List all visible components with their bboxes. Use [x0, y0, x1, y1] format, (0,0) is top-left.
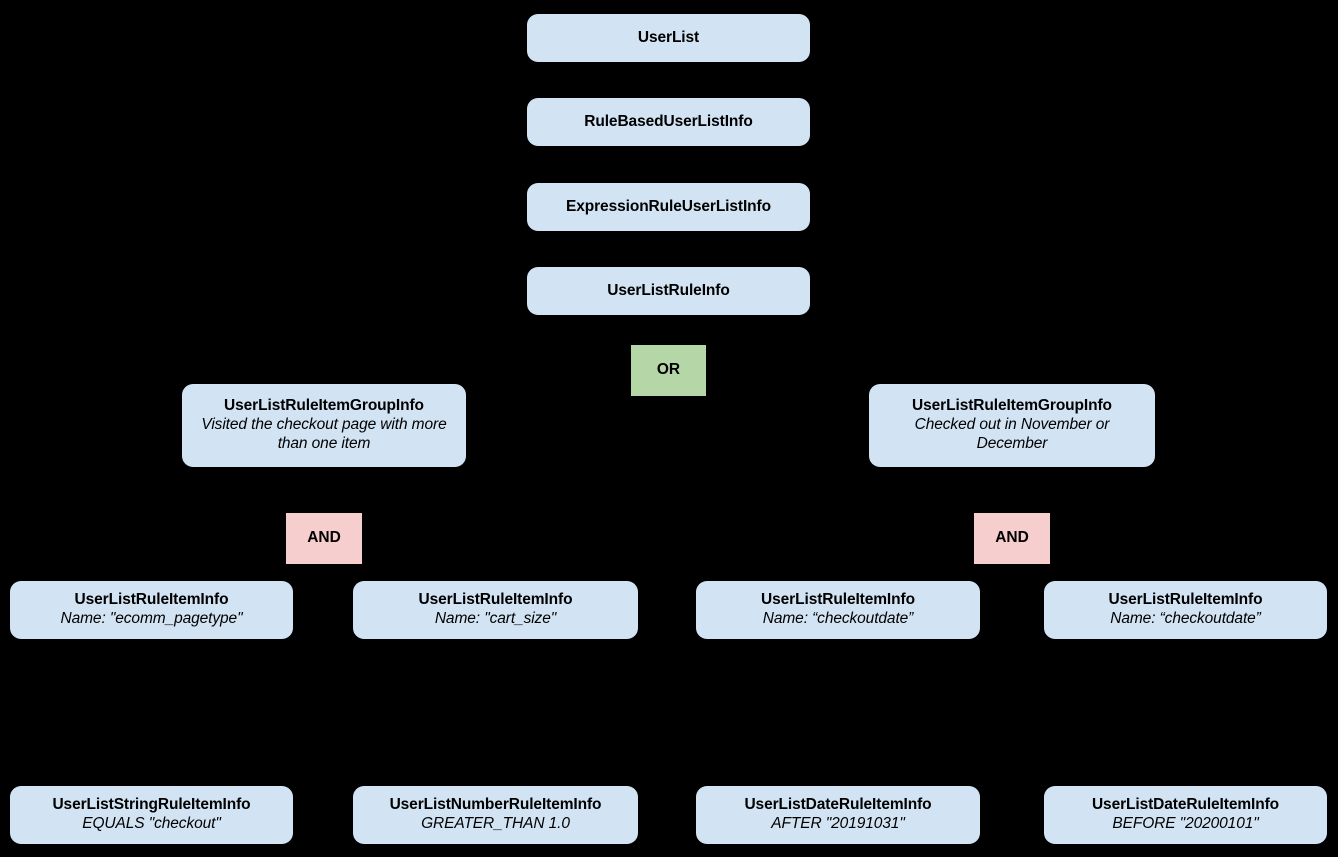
node-userlistruleiteminfo-cart-size-title: UserListRuleItemInfo — [418, 591, 573, 609]
node-userlist-title: UserList — [637, 28, 700, 46]
node-userlistruleiteminfo-checkoutdate-1-subtitle: Name: “checkoutdate” — [762, 610, 914, 627]
node-userlistnumberruleiteminfo-title: UserListNumberRuleItemInfo — [389, 796, 602, 814]
node-userlistruleiteminfo-ecomm-pagetype-title: UserListRuleItemInfo — [74, 591, 229, 609]
node-userlistruleiteminfo-checkoutdate-1-title: UserListRuleItemInfo — [761, 591, 915, 609]
node-userlistruleitemgroupinfo-left[interactable]: UserListRuleItemGroupInfo Visited the ch… — [182, 384, 466, 467]
node-userlistruleitemgroupinfo-right-title: UserListRuleItemGroupInfo — [912, 397, 1112, 415]
node-userliststringruleiteminfo-title: UserListStringRuleItemInfo — [52, 796, 251, 814]
operator-and-left-label: AND — [307, 529, 341, 547]
node-userlist[interactable]: UserList — [527, 14, 810, 62]
node-userlistruleiteminfo-ecomm-pagetype-subtitle: Name: "ecomm_pagetype" — [60, 610, 243, 627]
node-userlistruleinfo-title: UserListRuleInfo — [607, 281, 730, 299]
node-userlistruleiteminfo-cart-size[interactable]: UserListRuleItemInfo Name: "cart_size" — [353, 581, 638, 639]
operator-and-right[interactable]: AND — [974, 513, 1050, 564]
node-userlistdateruleiteminfo-before[interactable]: UserListDateRuleItemInfo BEFORE "2020010… — [1044, 786, 1327, 844]
node-rulebaseduserlistinfo[interactable]: RuleBasedUserListInfo — [527, 98, 810, 146]
node-userlistdateruleiteminfo-before-subtitle: BEFORE "20200101" — [1112, 815, 1259, 832]
edge-and-left-to-item-pagetype — [150, 563, 324, 581]
operator-and-right-label: AND — [995, 529, 1029, 547]
node-userlistruleiteminfo-checkoutdate-2[interactable]: UserListRuleItemInfo Name: “checkoutdate… — [1044, 581, 1327, 639]
operator-or-label: OR — [656, 361, 681, 379]
node-userlistdateruleiteminfo-before-title: UserListDateRuleItemInfo — [1091, 796, 1280, 814]
node-userlistruleiteminfo-cart-size-subtitle: Name: "cart_size" — [434, 610, 557, 627]
node-userlistruleitemgroupinfo-right-subtitle: Checked out in November or December — [914, 416, 1110, 452]
node-userlistdateruleiteminfo-after-subtitle: AFTER "20191031" — [771, 815, 905, 832]
edge-and-right-to-item-checkoutdate-2 — [1011, 563, 1186, 581]
node-expressionruleuserlistinfo[interactable]: ExpressionRuleUserListInfo — [527, 183, 810, 231]
node-userlistruleiteminfo-checkoutdate-2-title: UserListRuleItemInfo — [1108, 591, 1263, 609]
operator-and-left[interactable]: AND — [286, 513, 362, 564]
edge-or-to-group-right — [706, 370, 1012, 384]
node-userlistruleiteminfo-checkoutdate-1[interactable]: UserListRuleItemInfo Name: “checkoutdate… — [696, 581, 980, 639]
node-rulebaseduserlistinfo-title: RuleBasedUserListInfo — [584, 112, 753, 130]
node-userlistdateruleiteminfo-after-title: UserListDateRuleItemInfo — [744, 796, 932, 814]
edge-and-left-to-item-cartsize — [324, 563, 496, 581]
node-userliststringruleiteminfo-subtitle: EQUALS "checkout" — [82, 815, 221, 832]
operator-or[interactable]: OR — [631, 345, 706, 396]
node-userlistruleitemgroupinfo-right[interactable]: UserListRuleItemGroupInfo Checked out in… — [869, 384, 1155, 467]
node-userlistruleitemgroupinfo-left-title: UserListRuleItemGroupInfo — [224, 397, 424, 415]
node-userlistdateruleiteminfo-after[interactable]: UserListDateRuleItemInfo AFTER "20191031… — [696, 786, 980, 844]
node-userlistruleiteminfo-checkoutdate-2-subtitle: Name: “checkoutdate” — [1110, 610, 1261, 627]
node-userlistruleitemgroupinfo-left-subtitle: Visited the checkout page with more than… — [201, 416, 447, 452]
node-userlistruleinfo[interactable]: UserListRuleInfo — [527, 267, 810, 315]
node-userliststringruleiteminfo[interactable]: UserListStringRuleItemInfo EQUALS "check… — [10, 786, 293, 844]
node-expressionruleuserlistinfo-title: ExpressionRuleUserListInfo — [566, 197, 771, 215]
node-userlistruleiteminfo-ecomm-pagetype[interactable]: UserListRuleItemInfo Name: "ecomm_pagety… — [10, 581, 293, 639]
edge-or-to-group-left — [323, 370, 631, 384]
node-userlistnumberruleiteminfo-subtitle: GREATER_THAN 1.0 — [421, 815, 570, 832]
node-userlistnumberruleiteminfo[interactable]: UserListNumberRuleItemInfo GREATER_THAN … — [353, 786, 638, 844]
edge-and-right-to-item-checkoutdate-1 — [837, 563, 1011, 581]
